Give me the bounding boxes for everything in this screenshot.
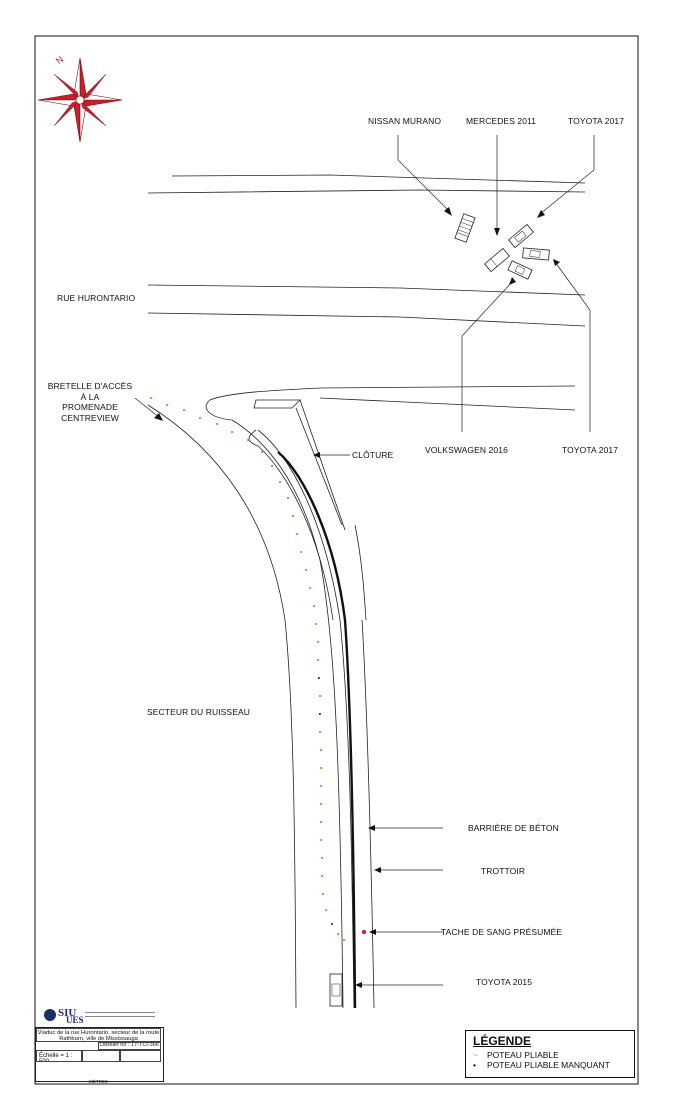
legend-pole-icon: ~ [473, 1050, 478, 1060]
pole-marker [216, 423, 219, 425]
missing-pole-marker [319, 713, 321, 715]
pole-marker [287, 497, 290, 499]
pole-marker [231, 431, 234, 433]
title-echelle: Échelle = 1 : 500 [36, 1050, 82, 1062]
label-volkswagen-2016: VOLKSWAGEN 2016 [425, 445, 508, 455]
label-nissan-murano: NISSAN MURANO [368, 116, 442, 126]
missing-pole-marker [318, 677, 320, 679]
vehicle-mercedes-2011 [484, 247, 510, 273]
pole-marker [300, 551, 303, 553]
pole-marker [320, 785, 323, 787]
label-trottoir: TROTTOIR [481, 866, 526, 876]
pole-marker [279, 481, 282, 483]
pole-marker [305, 569, 308, 571]
pole-marker [166, 404, 169, 406]
legend-missing-pole-icon: • [473, 1060, 476, 1070]
pole-marker [261, 451, 264, 453]
title-cell-a [82, 1050, 120, 1062]
legend-item-poteau: ~POTEAU PLIABLE [473, 1050, 559, 1060]
pole-marker [320, 749, 323, 751]
label-mercedes-2011: MERCEDES 2011 [466, 116, 537, 126]
pole-marker [320, 839, 323, 841]
pole-marker [319, 695, 322, 697]
title-dossier: Dossier no : 17-TCI-366 [98, 1042, 161, 1050]
siu-logo: SIU UES [40, 1007, 160, 1025]
pole-marker [317, 659, 320, 661]
pole-marker [183, 409, 186, 411]
pole-marker [320, 803, 323, 805]
pole-marker [320, 767, 323, 769]
label-rue-hurontario: RUE HURONTARIO [57, 293, 136, 303]
title-cell-b [120, 1050, 161, 1062]
label-cloture: CLÔTURE [352, 450, 394, 460]
label-secteur-ruisseau: SECTEUR DU RUISSEAU [147, 707, 250, 717]
vehicle-toyota-2017-a [508, 223, 534, 249]
missing-pole-marker [331, 923, 333, 925]
vehicle-nissan-murano [454, 213, 476, 243]
label-barriere-beton: BARRIÈRE DE BÉTON [468, 823, 559, 833]
label-toyota-2017-top: TOYOTA 2017 [568, 116, 625, 126]
pole-marker [317, 641, 320, 643]
pole-marker [313, 605, 316, 607]
pole-marker [271, 465, 274, 467]
legend: LÉGENDE ~POTEAU PLIABLE •POTEAU PLIABLE … [465, 1030, 635, 1078]
pole-marker [319, 731, 322, 733]
rue-hurontario-lines [147, 174, 586, 411]
pole-marker [325, 909, 328, 911]
scale-unit: MÈTRES [89, 1079, 108, 1084]
pole-marker [309, 587, 312, 589]
vehicle-toyota-2017-b [522, 247, 550, 261]
concrete-barrier [277, 451, 357, 1009]
logo-emblem-icon [44, 1009, 56, 1021]
arrowheads [154, 207, 560, 988]
compass-rose-icon [37, 57, 123, 143]
vehicle-toyota-2015 [329, 973, 343, 1007]
pole-marker [199, 417, 202, 419]
flexible-poles [150, 397, 346, 941]
blood-stain-marker [361, 929, 367, 935]
title-description: Viaduc de la rue Hurontario, secteur de … [36, 1028, 161, 1042]
vehicle-volkswagen-2016 [507, 260, 533, 280]
pole-marker [247, 439, 250, 441]
pole-marker [296, 533, 299, 535]
label-bretelle: BRETELLE D'ACCÈS À LA PROMENADE CENTREVI… [47, 381, 133, 423]
legend-title: LÉGENDE [473, 1034, 532, 1048]
pole-marker [321, 857, 324, 859]
sheet-border [34, 35, 639, 1085]
north-label: N [54, 54, 65, 66]
leader-lines [134, 135, 595, 986]
label-toyota-2015: TOYOTA 2015 [476, 977, 533, 987]
legend-item-poteau-manquant: •POTEAU PLIABLE MANQUANT [473, 1060, 610, 1070]
ramp-edges [147, 387, 375, 1009]
label-toyota-2017-right: TOYOTA 2017 [562, 445, 619, 455]
pole-marker [315, 623, 318, 625]
pole-marker [292, 515, 295, 517]
pole-marker [322, 893, 325, 895]
title-block: Viaduc de la rue Hurontario, secteur de … [35, 1027, 164, 1084]
pole-marker [343, 939, 346, 941]
pole-marker [321, 875, 324, 877]
pole-marker [337, 933, 340, 935]
pole-marker [320, 821, 323, 823]
label-tache-sang: TACHE DE SANG PRÉSUMÉE [441, 927, 563, 937]
pole-marker [150, 397, 153, 399]
